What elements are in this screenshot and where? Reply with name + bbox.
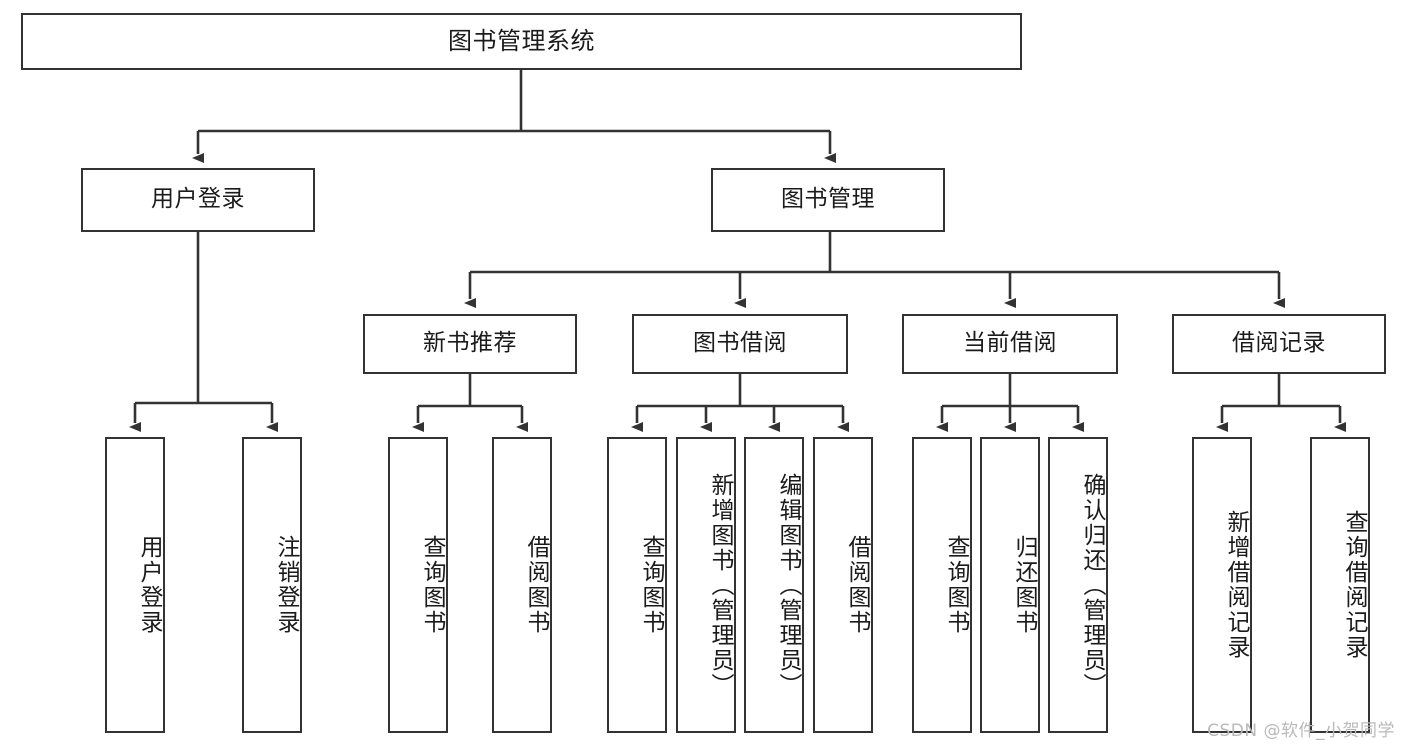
node-book-management[interactable]: 图书管理 [711, 168, 945, 232]
leaf-user-login-login[interactable]: 用户登录 [105, 437, 165, 733]
leaf-user-login-logout[interactable]: 注销登录 [242, 437, 302, 733]
leaf-book-borrow-add-book[interactable]: 新增图书（管理员） [676, 437, 736, 733]
leaf-new-book-query-book[interactable]: 查询图书 [388, 437, 448, 733]
node-label: 新增借阅记录 [1223, 510, 1249, 660]
leaf-book-borrow-borrow-book[interactable]: 借阅图书 [813, 437, 873, 733]
node-label: 用户登录 [151, 186, 245, 213]
node-label: 图书管理系统 [448, 27, 595, 56]
node-label: 查询图书 [638, 535, 664, 635]
node-label: 借阅图书 [844, 535, 870, 635]
node-label: 查询借阅记录 [1341, 510, 1367, 660]
node-book-borrow[interactable]: 图书借阅 [632, 314, 848, 374]
node-current-borrow[interactable]: 当前借阅 [902, 314, 1118, 374]
node-label: 图书管理 [781, 186, 875, 213]
node-root-book-management-system[interactable]: 图书管理系统 [21, 13, 1022, 70]
node-label: 查询图书 [943, 535, 969, 635]
leaf-current-borrow-return-book[interactable]: 归还图书 [980, 437, 1040, 733]
node-label: 编辑图书（管理员） [775, 472, 801, 698]
node-label: 图书借阅 [693, 330, 787, 357]
node-user-login[interactable]: 用户登录 [81, 168, 315, 232]
node-label: 新书推荐 [423, 330, 517, 357]
node-label: 借阅记录 [1232, 330, 1326, 357]
leaf-borrow-record-add-record[interactable]: 新增借阅记录 [1192, 437, 1252, 733]
leaf-current-borrow-query-book[interactable]: 查询图书 [912, 437, 972, 733]
node-label: 注销登录 [273, 535, 299, 635]
leaf-new-book-borrow-book[interactable]: 借阅图书 [492, 437, 552, 733]
node-label: 新增图书（管理员） [707, 472, 733, 698]
node-label: 借阅图书 [523, 535, 549, 635]
watermark: CSDN @软件_小贺同学 [1207, 721, 1395, 741]
node-borrow-record[interactable]: 借阅记录 [1172, 314, 1386, 374]
node-label: 查询图书 [419, 535, 445, 635]
leaf-borrow-record-query-record[interactable]: 查询借阅记录 [1310, 437, 1370, 733]
node-new-book-recommend[interactable]: 新书推荐 [363, 314, 577, 374]
node-label: 用户登录 [136, 535, 162, 635]
node-label: 确认归还（管理员） [1079, 472, 1105, 698]
node-label: 当前借阅 [963, 330, 1057, 357]
leaf-book-borrow-query-book[interactable]: 查询图书 [607, 437, 667, 733]
leaf-current-borrow-confirm-return[interactable]: 确认归还（管理员） [1048, 437, 1108, 733]
node-label: 归还图书 [1011, 535, 1037, 635]
leaf-book-borrow-edit-book[interactable]: 编辑图书（管理员） [744, 437, 804, 733]
